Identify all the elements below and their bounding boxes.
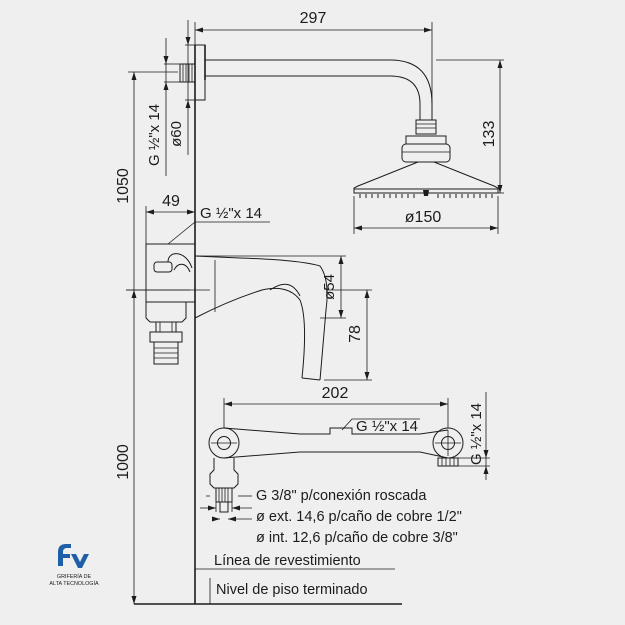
floor-reference-line <box>134 578 402 605</box>
arm-thread-label: G ½"x 14 <box>146 104 163 166</box>
floor-height-label: 1000 <box>115 444 132 480</box>
wall-line-label: Línea de revestimiento <box>214 553 361 569</box>
ext-copper-note: ø ext. 14,6 p/caño de cobre 1/2" <box>256 509 462 525</box>
dim-arm-thread <box>163 38 180 176</box>
dim-bar-side-thread <box>458 392 490 480</box>
logo-f-glyph <box>58 544 71 566</box>
logo-v-glyph <box>71 554 89 568</box>
shower-arm <box>179 44 451 163</box>
dim-head-drop <box>436 59 504 194</box>
dim-head-diameter <box>353 196 499 234</box>
bar-thread-leader <box>341 418 420 431</box>
valve-thread-leader <box>167 221 270 245</box>
logo-line2: ALTA TECNOLOGÍA <box>49 580 99 587</box>
head-drop-label: 133 <box>481 121 498 148</box>
dim-valve-offset <box>145 206 195 244</box>
int-copper-note: ø int. 12,6 p/caño de cobre 3/8" <box>256 530 458 546</box>
spout-diameter-label: ø54 <box>321 274 338 300</box>
thread-connection-note: G 3/8" p/conexión roscada <box>256 488 427 504</box>
bar-thread-label: G ½"x 14 <box>356 418 418 435</box>
dim-floor-height <box>126 289 190 604</box>
dim-flange-diameter <box>185 20 195 155</box>
logo-line1: GRIFERÍA DE <box>57 573 92 580</box>
floor-line-label: Nivel de piso terminado <box>216 582 368 598</box>
flange-diameter-label: ø60 <box>168 121 185 147</box>
brand-logo: GRIFERÍA DE ALTA TECNOLOGÍA <box>49 544 99 587</box>
dim-spout-diameter <box>195 255 346 319</box>
dim-arm-length <box>194 22 433 108</box>
dim-bar-width <box>223 398 449 428</box>
fitting-leaders <box>200 495 252 522</box>
dim-shower-height <box>128 71 178 604</box>
bar-side-thread-label: G ½"x 14 <box>468 403 485 465</box>
bar-width-label: 202 <box>322 385 349 402</box>
valve-body <box>145 243 196 365</box>
head-diameter-label: ø150 <box>405 209 442 226</box>
spout-height-label: 78 <box>347 325 364 343</box>
manifold-bar <box>208 427 464 513</box>
wall-line <box>194 45 206 604</box>
spout <box>194 255 328 381</box>
dim-spout-height <box>324 289 372 381</box>
valve-offset-label: 49 <box>162 193 180 210</box>
arm-length-label: 297 <box>300 10 327 27</box>
valve-thread-label: G ½"x 14 <box>200 205 262 222</box>
shower-height-label: 1050 <box>115 168 132 204</box>
